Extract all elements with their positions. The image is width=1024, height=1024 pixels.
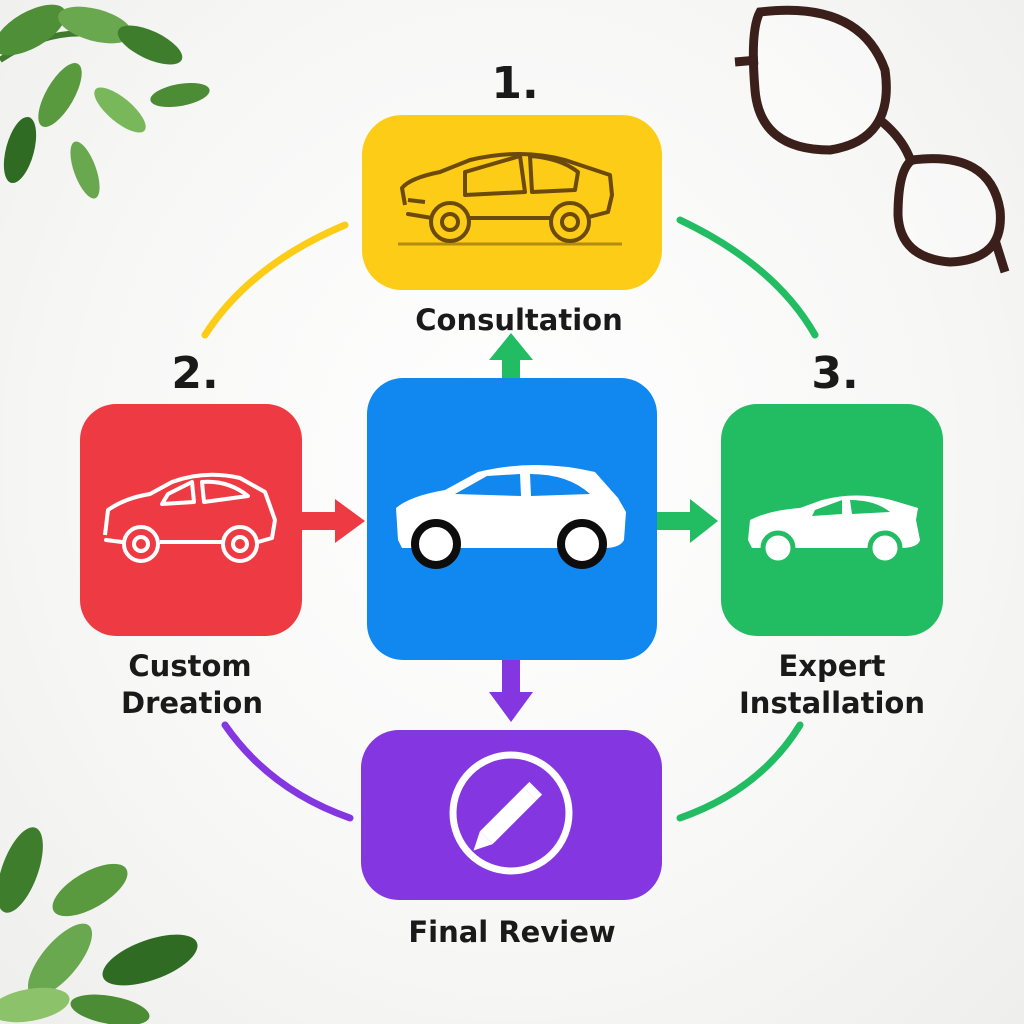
arc-consultation-to-custom xyxy=(201,221,349,339)
eyeglasses-decoration xyxy=(734,5,1010,274)
plant-top-left-decoration xyxy=(0,4,210,199)
arrow-left-to-center xyxy=(302,499,365,543)
step-4-label: Final Review xyxy=(408,915,615,949)
step-2-label-line-1: Custom xyxy=(128,649,251,683)
step-3-label-line-2: Installation xyxy=(739,686,925,720)
arrow-up xyxy=(489,333,533,380)
arrow-center-to-right xyxy=(657,499,718,543)
plant-bottom-left-decoration xyxy=(0,827,198,1024)
car-sport-sedan-icon xyxy=(748,495,920,566)
step-1-label: Consultation xyxy=(415,303,623,337)
arrow-down xyxy=(489,660,533,722)
arc-custom-to-final xyxy=(221,721,354,822)
step-3-number: 3. xyxy=(811,348,858,399)
step-2-number: 2. xyxy=(171,348,218,399)
consultation-tile[interactable] xyxy=(362,115,662,290)
car-suv-icon xyxy=(396,465,626,569)
pencil-circle-icon xyxy=(449,751,573,875)
step-1-number: 1. xyxy=(491,58,538,109)
step-2-label-line-2: Dreation xyxy=(121,686,263,720)
car-hatchback-icon xyxy=(103,472,277,563)
arc-expert-to-final xyxy=(676,721,804,822)
arc-consultation-to-expert xyxy=(676,216,819,339)
car-sedan-icon xyxy=(398,152,622,246)
step-3-label-line-1: Expert xyxy=(778,649,885,683)
custom-creation-tile[interactable] xyxy=(80,404,302,636)
cycle-arcs xyxy=(201,216,819,822)
